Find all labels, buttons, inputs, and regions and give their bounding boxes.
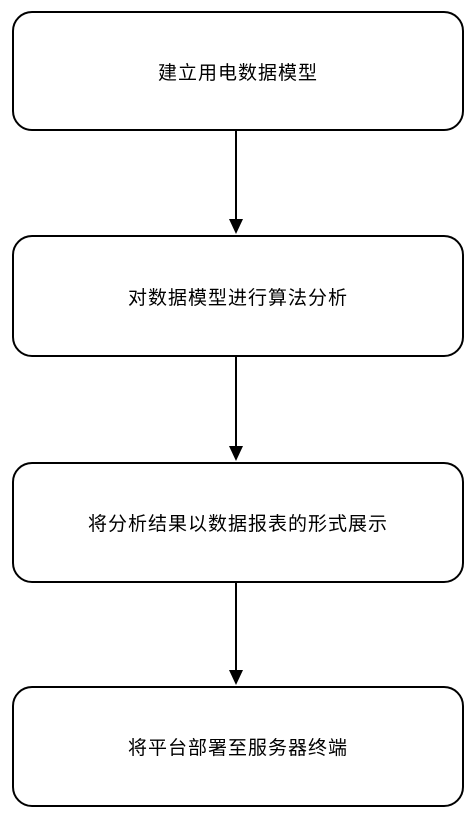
arrow-down-icon: [226, 131, 246, 235]
step-label: 对数据模型进行算法分析: [127, 286, 348, 309]
step-label: 将平台部署至服务器终端: [127, 737, 348, 759]
step-box-build-model: 建立用电数据模型: [12, 11, 464, 131]
arrow-down-icon: [226, 583, 246, 686]
step-label: 将分析结果以数据报表的形式展示: [87, 513, 388, 535]
step-box-report-display: 将分析结果以数据报表的形式展示: [12, 462, 464, 583]
arrow-down-icon: [226, 357, 246, 462]
step-box-server-deploy: 将平台部署至服务器终端: [12, 686, 464, 807]
step-box-algorithm-analysis: 对数据模型进行算法分析: [12, 235, 464, 357]
step-label: 建立用电数据模型: [157, 61, 318, 84]
